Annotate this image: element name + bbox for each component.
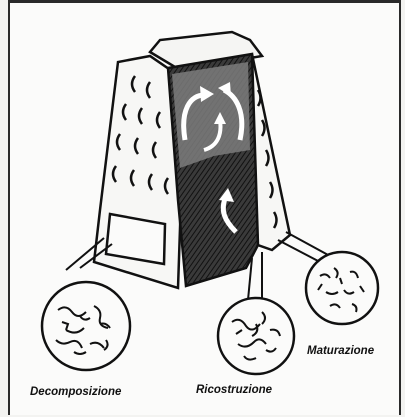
circle-ricostruzione	[218, 298, 294, 374]
composter-bin	[94, 32, 290, 288]
circle-maturazione	[306, 252, 378, 324]
label-ricostruzione: Ricostruzione	[196, 384, 272, 396]
bin-hatch-door	[106, 214, 165, 264]
circle-decomposizione	[42, 282, 130, 370]
label-maturazione: Maturazione	[307, 345, 374, 357]
label-decomposizione: Decomposizione	[30, 386, 121, 398]
